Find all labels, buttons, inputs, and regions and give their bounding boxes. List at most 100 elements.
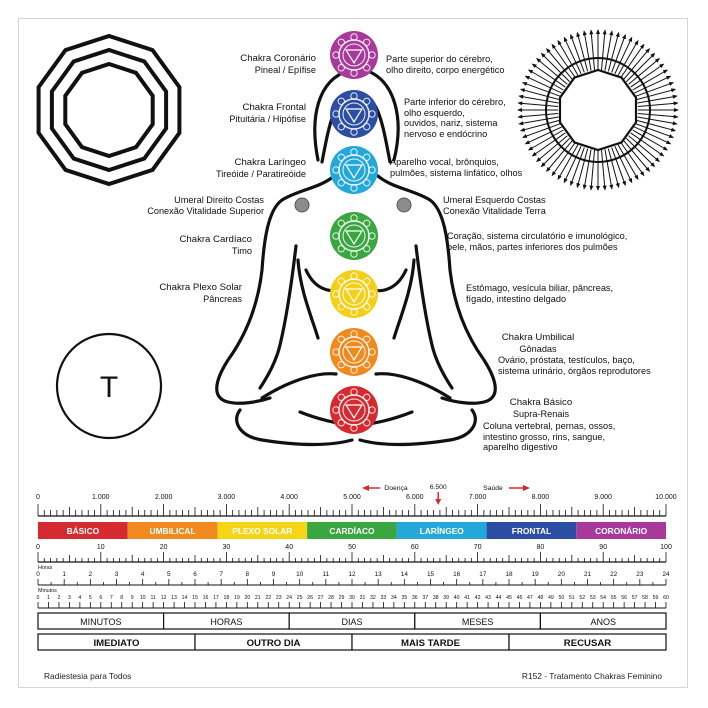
time-unit-cell [539, 612, 667, 630]
radial-spoke [542, 137, 571, 166]
chakra-name: Chakra Laríngeo [234, 157, 306, 168]
radial-spoke [521, 95, 559, 104]
scale-tick-label: 10.000 [655, 494, 677, 501]
minutos-tick-label: 20 [244, 595, 250, 601]
time-unit-label: DIAS [341, 617, 362, 627]
minutos-tick-label: 3 [68, 595, 71, 601]
chakra-label-umbilical: Chakra Umbilical Gônadas [498, 332, 578, 354]
chakra-petal [337, 335, 345, 343]
radial-arrowhead [673, 101, 679, 106]
scale-tick-label: 9.000 [594, 494, 612, 501]
radial-spoke [637, 95, 675, 104]
chakra-petal [350, 33, 358, 41]
minutos-tick-label: 2 [57, 595, 60, 601]
radial-spoke [521, 116, 559, 125]
chakra-petal [332, 51, 340, 59]
radial-inner-decagon [558, 68, 638, 152]
minutos-tick-label: 21 [255, 595, 261, 601]
chakra-name: Chakra Plexo Solar [159, 282, 242, 293]
radial-spoke [600, 32, 606, 71]
radial-arrowhead [602, 29, 607, 35]
radial-arrowhead [521, 134, 528, 138]
minutos-tick-label: 48 [538, 595, 544, 601]
radial-spoke [637, 116, 675, 125]
radial-spoke [570, 36, 585, 73]
horas-tick-label: 17 [479, 571, 487, 578]
minutos-tick-label: 27 [318, 595, 324, 601]
horas-tick-label: 24 [662, 571, 670, 578]
chakra-label-frontal: Chakra Frontal Pituitária / Hipófise [229, 102, 306, 124]
chakra-circles [330, 31, 378, 434]
chakra-name: Chakra Básico [509, 397, 573, 408]
radial-arrowhead [645, 166, 651, 172]
scale-tick-label: 4.000 [280, 494, 298, 501]
radial-spoke [630, 132, 663, 156]
minutos-tick-label: 15 [192, 595, 198, 601]
radial-arrowhead [527, 146, 534, 151]
radial-spoke [590, 32, 596, 71]
radial-spoke [570, 147, 585, 184]
color-bar-label: UMBILICAL [150, 526, 196, 536]
minutos-tick-label: 34 [391, 595, 397, 601]
radial-spoke [607, 34, 619, 72]
color-bar-label: LARÍNGEO [420, 525, 465, 536]
radial-spoke [625, 54, 654, 83]
shoulder-label-right: Umeral Esquerdo Costas Conexão Vitalidad… [443, 195, 546, 216]
minutos-tick-label: 0 [37, 595, 40, 601]
chakra-gland: Gônadas [519, 343, 557, 354]
radial-spoke [558, 42, 579, 76]
radial-arrowhead [628, 36, 633, 42]
radial-arrowhead [622, 180, 626, 187]
chakra-petal [337, 153, 345, 161]
chakra-circle [330, 31, 378, 79]
chakra-circle [330, 212, 378, 260]
chakra-petal [350, 388, 358, 396]
radial-arrowhead [672, 121, 678, 126]
chakra-petal [332, 406, 340, 414]
radial-spoke [522, 119, 560, 131]
radial-arrowhead [674, 108, 679, 112]
desc-line: aparelho digestivo [483, 442, 558, 453]
radial-arrowhead [540, 162, 546, 168]
chakra-petal [337, 393, 345, 401]
minutos-tick-label: 30 [349, 595, 355, 601]
color-bar-label: CARDÍACO [329, 525, 375, 536]
minutos-tick-label: 6 [99, 595, 102, 601]
desc-line: Parte inferior do cérebro, [404, 97, 506, 107]
radial-arrowhead [659, 152, 665, 157]
minutos-tick-label: 18 [224, 595, 230, 601]
chakra-petal [350, 424, 358, 432]
shoulder-text: Conexão Vitalidade Terra [443, 205, 546, 216]
color-bar-segment [396, 522, 487, 539]
horas-label: Horas [38, 565, 53, 571]
pct-tick-label: 90 [599, 544, 607, 551]
radial-spoke [527, 76, 562, 94]
color-bar-segment [217, 522, 308, 539]
radial-arrowhead [622, 33, 626, 40]
desc-line: olho direito, corpo energético [386, 64, 505, 75]
chakra-petal [337, 64, 345, 72]
radial-spoke [607, 148, 619, 186]
time-unit-label: HORAS [210, 617, 242, 627]
radial-arrowhead [668, 134, 675, 138]
radial-arrowhead [640, 171, 645, 177]
chakra-petal [363, 219, 371, 227]
minutos-tick-label: 59 [653, 595, 659, 601]
chakra-petal [337, 245, 345, 253]
radial-arrowhead [589, 29, 594, 35]
chakra-petal [337, 219, 345, 227]
pct-tick-label: 50 [348, 544, 356, 551]
shoulder-label-left: Umeral Direito Costas Conexão Vitalidade… [147, 195, 264, 216]
chakra-petal [337, 277, 345, 285]
horas-tick-label: 10 [296, 571, 304, 578]
horas-tick-label: 9 [272, 571, 276, 578]
chakra-label-cardiaco: Chakra Cardíaco Timo [179, 234, 252, 256]
color-bar-segment [38, 522, 128, 539]
radial-spoke [604, 33, 613, 71]
time-unit-label: ANOS [590, 617, 616, 627]
chakra-circle [330, 146, 378, 194]
radial-arrowhead [662, 69, 669, 74]
radial-spoke [542, 54, 571, 83]
